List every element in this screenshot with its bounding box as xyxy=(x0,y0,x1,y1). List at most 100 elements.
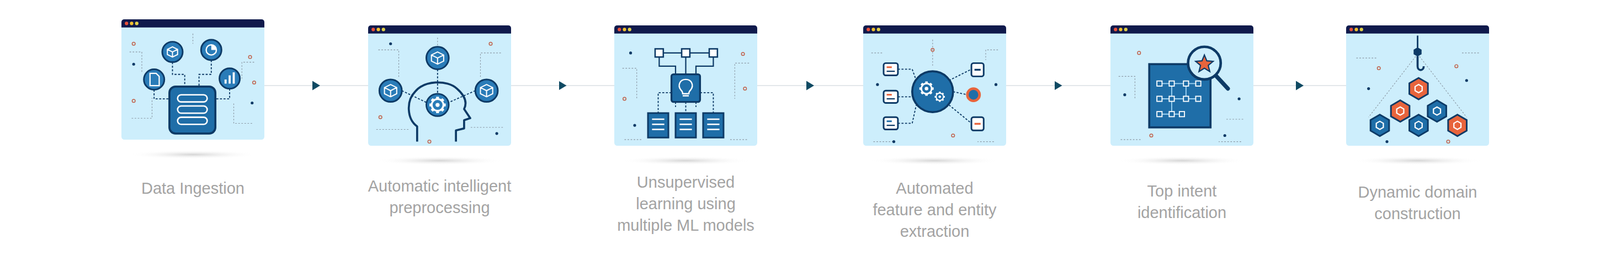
feature-line xyxy=(974,68,981,71)
flow-wire xyxy=(897,68,972,124)
bar-symbol xyxy=(225,72,235,84)
deco-dot xyxy=(389,42,392,46)
domain-hexagon xyxy=(1370,114,1390,137)
entity-line xyxy=(886,98,896,100)
window-dot xyxy=(1113,27,1118,31)
icon-circle xyxy=(162,41,183,63)
panel-shadow xyxy=(869,156,1001,166)
window-dot xyxy=(135,21,139,25)
deco-dot xyxy=(1149,134,1153,138)
panel-icon xyxy=(1118,46,1244,142)
step-illustration xyxy=(121,19,265,140)
deco-dot xyxy=(378,115,382,120)
hexagon-core xyxy=(1453,121,1461,130)
window-bar xyxy=(1110,25,1254,34)
panel-art xyxy=(614,25,758,146)
deco-dot xyxy=(994,83,998,87)
document-symbol xyxy=(647,113,669,138)
gear-hub xyxy=(924,86,928,90)
icon-circle xyxy=(219,68,241,89)
star-symbol xyxy=(1195,55,1214,72)
icon-circle xyxy=(379,79,402,103)
network-node xyxy=(1156,96,1162,102)
feature-line xyxy=(974,123,981,125)
network-node xyxy=(1156,111,1162,117)
document-line xyxy=(707,128,720,131)
cube-symbol xyxy=(480,84,493,97)
database-slot xyxy=(177,105,208,114)
panel-icon xyxy=(376,37,503,143)
deco-dot xyxy=(252,81,257,85)
deco-dot xyxy=(488,41,493,46)
window-dot xyxy=(376,27,380,31)
flow-connector xyxy=(757,84,864,87)
magnifier-handle xyxy=(1215,75,1229,89)
gear-circle xyxy=(426,93,449,117)
flow-connector xyxy=(264,84,369,87)
window-bar xyxy=(863,25,1007,34)
entity-line xyxy=(886,124,896,126)
icon-circle xyxy=(200,39,222,61)
icon-circle xyxy=(475,79,498,103)
pie-symbol xyxy=(206,44,217,55)
network-node xyxy=(1183,81,1189,87)
deco-dot xyxy=(623,97,627,101)
model-box xyxy=(671,74,701,103)
process-step: Top intent identification xyxy=(1110,25,1254,146)
dotted-wire xyxy=(622,62,749,140)
cube-symbol xyxy=(384,84,397,97)
step-illustration xyxy=(1110,25,1254,146)
entity-line xyxy=(886,120,892,122)
deco-dot xyxy=(495,131,499,135)
deco-dot xyxy=(1367,87,1370,90)
network-node xyxy=(1168,111,1174,117)
panel-art xyxy=(368,25,512,146)
process-step: Automatic intelligent preprocessing xyxy=(368,25,512,146)
deco-dot xyxy=(633,123,636,127)
document-line xyxy=(679,123,692,126)
deco-dot xyxy=(248,55,252,60)
window-panel xyxy=(1110,25,1254,146)
step-label: Dynamic domain construction xyxy=(1345,181,1491,225)
deco-dot xyxy=(931,48,935,52)
window-dot xyxy=(617,27,621,31)
pie-symbol xyxy=(211,44,217,50)
window-dot xyxy=(1349,27,1353,31)
step-illustration xyxy=(863,25,1007,146)
entity-box xyxy=(883,117,898,130)
process-step: Dynamic domain construction xyxy=(1346,25,1490,146)
deco-dot xyxy=(1137,51,1141,55)
network-node xyxy=(1179,111,1185,117)
deco-dot xyxy=(1223,134,1227,137)
crane-hook xyxy=(1417,55,1424,70)
window-panel xyxy=(614,25,758,146)
step-label: Top intent identification xyxy=(1115,180,1249,224)
domain-hexagon xyxy=(1427,100,1447,122)
deco-dot xyxy=(892,140,896,143)
deco-dot xyxy=(1454,64,1459,68)
flow-wire xyxy=(675,102,696,108)
icon-circle xyxy=(144,69,165,90)
panel-shadow xyxy=(1117,156,1248,166)
window-dot xyxy=(1118,27,1123,31)
gear-hub xyxy=(435,102,440,107)
window-panel xyxy=(368,25,512,146)
panel-shadow xyxy=(374,156,506,166)
step-illustration xyxy=(368,25,512,146)
panel-icon xyxy=(622,48,749,140)
gear-teeth xyxy=(934,91,946,102)
deco-dot xyxy=(1385,140,1389,143)
database-slot xyxy=(177,117,208,125)
domain-hexagon xyxy=(1448,114,1467,137)
window-dot xyxy=(628,27,632,31)
window-bar xyxy=(368,25,512,34)
window-dot xyxy=(1354,27,1358,31)
database-symbol xyxy=(169,86,216,134)
cube-symbol xyxy=(431,51,444,65)
window-dot xyxy=(866,27,870,31)
process-step: Unsupervised learning using multiple ML … xyxy=(614,25,758,146)
panel-shadow xyxy=(128,150,259,159)
feature-dot xyxy=(967,88,980,102)
feature-box xyxy=(971,117,984,131)
